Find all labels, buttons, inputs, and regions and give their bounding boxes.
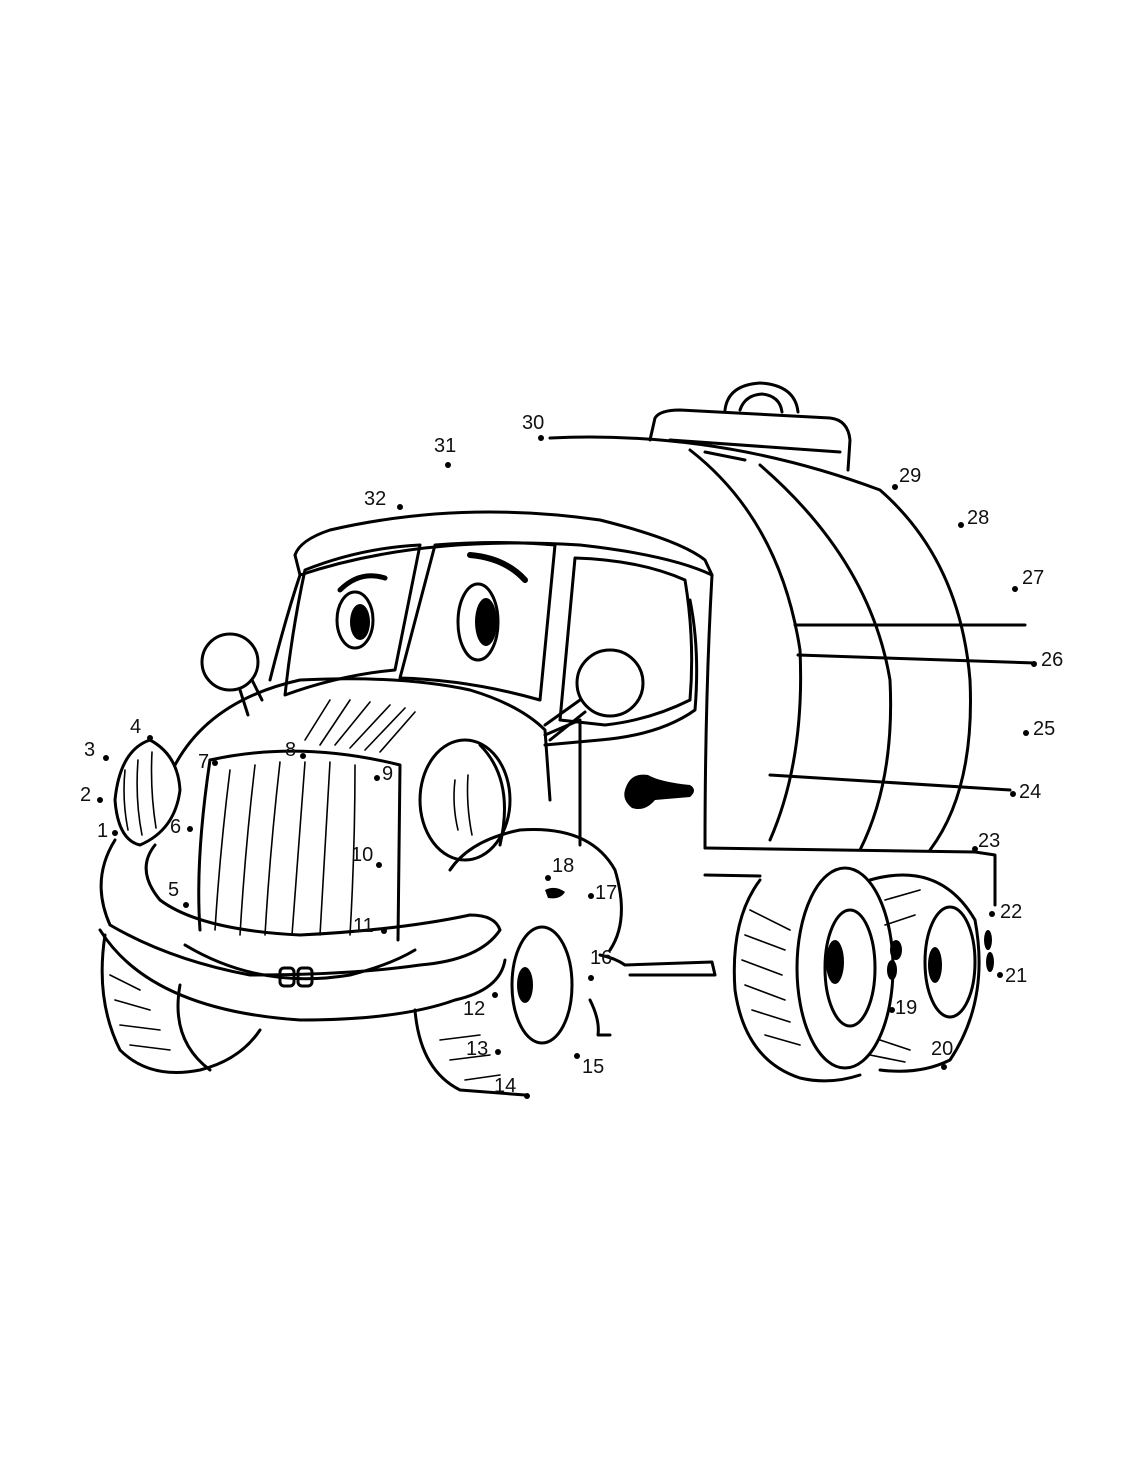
dot-5: 5 bbox=[168, 879, 189, 908]
dot-16: 16 bbox=[588, 947, 612, 981]
dot-label: 22 bbox=[1000, 901, 1022, 923]
tank-lid bbox=[648, 381, 852, 472]
dot-14: 14 bbox=[494, 1075, 530, 1099]
dot-19: 19 bbox=[889, 997, 917, 1019]
dot-label: 23 bbox=[978, 830, 1000, 852]
dot-29: 29 bbox=[892, 465, 921, 490]
dot-30: 30 bbox=[522, 412, 544, 441]
dot-label: 10 bbox=[351, 844, 373, 866]
dot-8: 8 bbox=[285, 739, 306, 761]
dot-10: 10 bbox=[351, 844, 382, 868]
dot-12: 12 bbox=[463, 992, 498, 1020]
dot-label: 14 bbox=[494, 1075, 516, 1097]
dot-23: 23 bbox=[972, 830, 1000, 852]
dot-label: 7 bbox=[198, 751, 209, 773]
rear-tires bbox=[732, 866, 994, 1083]
tank-body bbox=[548, 435, 1037, 852]
dot-label: 4 bbox=[130, 716, 141, 738]
chassis bbox=[598, 846, 997, 977]
dot-2: 2 bbox=[80, 784, 103, 806]
dot-label: 16 bbox=[590, 947, 612, 969]
dot-15: 15 bbox=[574, 1053, 604, 1078]
dot-17: 17 bbox=[588, 882, 617, 904]
dot-4: 4 bbox=[130, 716, 153, 741]
dot-28: 28 bbox=[958, 507, 989, 529]
dot-18: 18 bbox=[545, 855, 574, 881]
dot-label: 25 bbox=[1033, 718, 1055, 740]
dot-3: 3 bbox=[84, 739, 109, 761]
dot-label: 8 bbox=[285, 739, 296, 761]
dot-label: 21 bbox=[1005, 965, 1027, 987]
door-handle bbox=[624, 774, 694, 809]
dot-24: 24 bbox=[1010, 781, 1041, 803]
dot-label: 3 bbox=[84, 739, 95, 761]
dot-label: 30 bbox=[522, 412, 544, 434]
dot-11: 11 bbox=[353, 915, 387, 937]
numbered-dots: 1 2 3 4 5 6 7 8 9 10 11 12 13 14 15 16 1… bbox=[80, 412, 1063, 1099]
dot-label: 2 bbox=[80, 784, 91, 806]
dot-label: 11 bbox=[353, 915, 374, 937]
dot-32: 32 bbox=[364, 488, 403, 510]
dot-label: 18 bbox=[552, 855, 574, 877]
dot-label: 9 bbox=[382, 763, 393, 785]
mirrors bbox=[200, 632, 645, 742]
bumper-smile bbox=[98, 838, 507, 1022]
dot-26: 26 bbox=[1031, 649, 1063, 671]
dot-label: 29 bbox=[899, 465, 921, 487]
dot-1: 1 bbox=[97, 820, 118, 842]
dot-9: 9 bbox=[374, 763, 393, 785]
dot-27: 27 bbox=[1012, 567, 1044, 592]
cab bbox=[268, 510, 714, 850]
dot-20: 20 bbox=[931, 1038, 953, 1070]
hood-grille bbox=[173, 677, 552, 942]
dot-31: 31 bbox=[434, 435, 456, 468]
dot-label: 12 bbox=[463, 998, 485, 1020]
dot-label: 5 bbox=[168, 879, 179, 901]
dot-13: 13 bbox=[466, 1038, 501, 1060]
dot-label: 24 bbox=[1019, 781, 1041, 803]
dot-label: 26 bbox=[1041, 649, 1063, 671]
dot-21: 21 bbox=[997, 965, 1027, 987]
eyes bbox=[335, 552, 528, 662]
dot-label: 6 bbox=[170, 816, 181, 838]
dot-label: 15 bbox=[582, 1056, 604, 1078]
dot-25: 25 bbox=[1023, 718, 1055, 740]
dot-22: 22 bbox=[989, 901, 1022, 923]
dot-label: 20 bbox=[931, 1038, 953, 1060]
front-fender bbox=[448, 828, 623, 952]
truck-drawing bbox=[98, 381, 1037, 1097]
dot-label: 32 bbox=[364, 488, 386, 510]
dot-label: 19 bbox=[895, 997, 917, 1019]
dot-7: 7 bbox=[198, 751, 218, 773]
dot-label: 1 bbox=[97, 820, 108, 842]
dot-label: 17 bbox=[595, 882, 617, 904]
dot-label: 27 bbox=[1022, 567, 1044, 589]
front-tires bbox=[100, 925, 612, 1097]
dot-label: 31 bbox=[434, 435, 456, 457]
dot-label: 28 bbox=[967, 507, 989, 529]
dot-label: 13 bbox=[466, 1038, 488, 1060]
dot-6: 6 bbox=[170, 816, 193, 838]
headlights bbox=[113, 738, 512, 862]
